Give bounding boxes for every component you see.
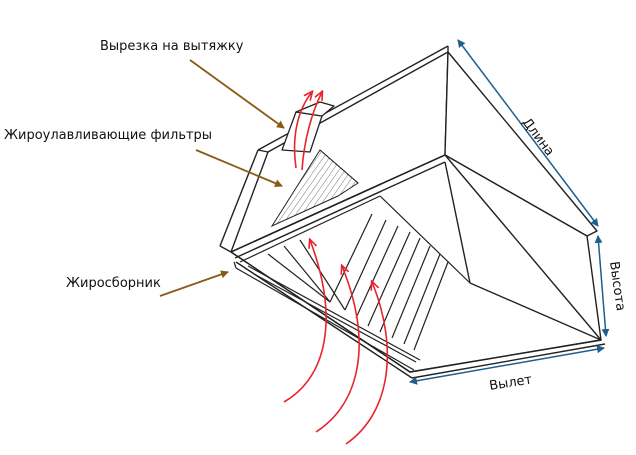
exhaust-arrow-1 (293, 92, 312, 169)
collector-label: Жиросборник (66, 276, 161, 291)
airflow-arrow-1 (283, 240, 327, 403)
length-dimension-arrow (457, 39, 599, 227)
airflow-arrows (283, 92, 389, 445)
grease-collector (233, 261, 415, 371)
cutout-label: Вырезка на вытяжку (100, 39, 244, 54)
overhang-label: Вылет (488, 372, 533, 394)
dimension-arrows (409, 39, 610, 385)
height-dimension-arrow (594, 235, 610, 337)
leader-arrows (159, 59, 285, 297)
height-label: Высота (606, 260, 628, 311)
airflow-arrow-2 (315, 266, 360, 433)
airflow-arrow-3 (345, 282, 389, 445)
hood-body (219, 45, 606, 379)
overhang-dimension-arrow (409, 345, 605, 385)
filters-label: Жироулавливающие фильтры (4, 128, 212, 143)
grease-filter-panel (270, 149, 359, 228)
cutout-leader-arrow (189, 59, 285, 129)
filters-leader-arrow (195, 149, 283, 187)
collector-leader-arrow (159, 270, 229, 297)
exhaust-arrow-2 (301, 92, 322, 171)
